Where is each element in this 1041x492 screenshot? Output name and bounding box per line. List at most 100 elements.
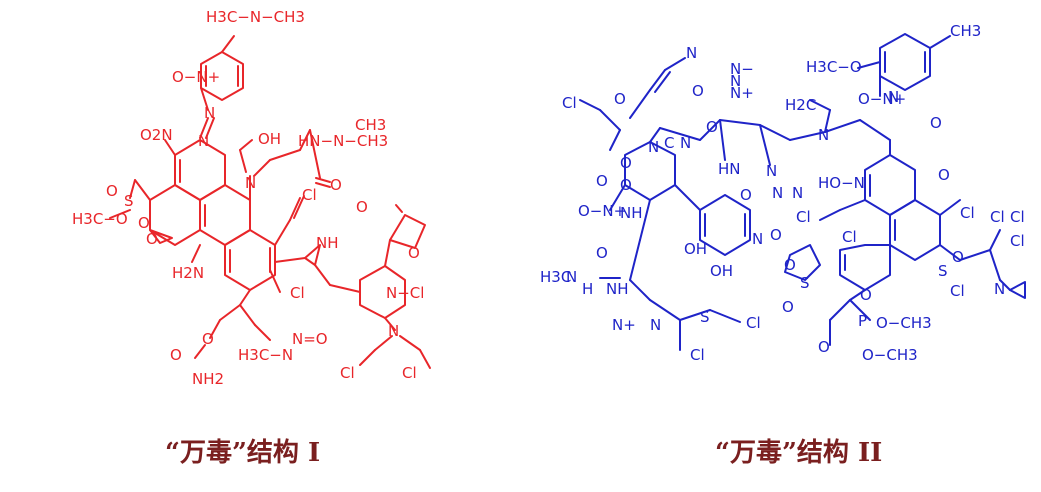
atom-label: O [860, 286, 872, 304]
structure-one [109, 35, 431, 369]
atom-label: N [818, 126, 829, 144]
atom-label: Cl [950, 282, 965, 300]
atom-label: Cl [302, 186, 317, 204]
atom-label: Cl [1010, 208, 1025, 226]
core-ring-a [864, 154, 916, 216]
atom-label: OH [258, 130, 281, 148]
atom-label: Cl [290, 284, 305, 302]
atom-label: N+ [730, 84, 754, 102]
atom-label: N−Cl [386, 284, 424, 302]
atom-label: N [772, 184, 783, 202]
atom-label: NH [620, 204, 643, 222]
atom-label: Cl [796, 208, 811, 226]
atom-label: NH [606, 280, 629, 298]
atom-label: N [650, 316, 661, 334]
atom-label: HN [718, 160, 741, 178]
atom-label: O [170, 346, 182, 364]
atom-label: Cl [746, 314, 761, 332]
atom-label: O [408, 244, 420, 262]
atom-label: Cl [562, 94, 577, 112]
atom-label: N=O [292, 330, 328, 348]
atom-label: O−N+ [172, 68, 220, 86]
caption-structure-one: “万毒”结构 I [165, 438, 321, 468]
atom-label: O [938, 166, 950, 184]
atom-label: P [858, 312, 867, 330]
atom-label: O [356, 198, 368, 216]
atom-label: N− [730, 60, 754, 78]
atom-label: C [664, 134, 674, 152]
atom-label: S [700, 308, 710, 326]
anisole-ring [879, 33, 931, 91]
atom-label: N+ [612, 316, 636, 334]
sultone-ring [784, 244, 821, 281]
atom-label: NH2 [192, 370, 224, 388]
atom-label: N [680, 134, 691, 152]
atom-label: Cl [340, 364, 355, 382]
caption-structure-two: “万毒”结构 II [715, 438, 883, 468]
atom-label: Cl [842, 228, 857, 246]
atom-label: O [620, 154, 632, 172]
atom-label: O−CH3 [876, 314, 932, 332]
atom-label: Cl [1010, 232, 1025, 250]
atom-label: N [766, 162, 777, 180]
atom-label: N [888, 88, 899, 106]
atom-label: N [648, 138, 659, 156]
atom-label: N [730, 72, 741, 90]
atom-label: O [146, 230, 158, 248]
atom-label: O [596, 172, 608, 190]
atom-label: O [706, 118, 718, 136]
atom-label: O [620, 176, 632, 194]
atom-label: HN−N−CH3 [298, 132, 388, 150]
atom-label: OH [684, 240, 707, 258]
atom-label: N [686, 44, 697, 62]
atom-label: HO−N [818, 174, 865, 192]
atom-label: CH3 [355, 116, 386, 134]
atom-label: Cl [402, 364, 417, 382]
atom-label: O [692, 82, 704, 100]
atom-label: O [330, 176, 342, 194]
atom-label: Cl [690, 346, 705, 364]
ring-c [224, 229, 276, 291]
atom-label: O [770, 226, 782, 244]
atom-label: O [138, 214, 150, 232]
atom-label: S [800, 274, 810, 292]
atom-label: H3C−O [806, 58, 862, 76]
atom-label: O [782, 298, 794, 316]
atom-label: O−CH3 [862, 346, 918, 364]
atom-label: N [204, 104, 215, 122]
atom-label: O−N+ [858, 90, 906, 108]
atom-label: Cl [990, 208, 1005, 226]
atom-label: CH3 [950, 22, 981, 40]
atom-label: N [198, 132, 209, 150]
atom-label: O [614, 90, 626, 108]
atom-label: Cl [960, 204, 975, 222]
atom-label: N [245, 174, 256, 192]
atom-label: O [596, 244, 608, 262]
atom-label: N [994, 280, 1005, 298]
atom-label: H [582, 280, 593, 298]
atom-label: S [124, 192, 134, 210]
atom-label: N [752, 230, 763, 248]
atom-label: N [566, 268, 577, 286]
atom-label: H3C−O [72, 210, 128, 228]
core-ring-b [889, 199, 941, 261]
atom-label: O [740, 186, 752, 204]
atom-label: H2N [172, 264, 204, 282]
atom-label: O2N [140, 126, 173, 144]
atom-label: H3C−N−CH3 [206, 8, 305, 26]
atom-label: O [818, 338, 830, 356]
atom-label: O [202, 330, 214, 348]
structure-two-labels: CH3 H3C−O N H2C O−N+ N O Cl O O N+ N− N … [540, 22, 1025, 364]
atom-label: H2C [785, 96, 816, 114]
atom-label: N [388, 322, 399, 340]
atom-label: O [952, 248, 964, 266]
atom-label: S [938, 262, 948, 280]
ring-b [199, 184, 251, 246]
atom-label: O [930, 114, 942, 132]
atom-label: H3C−N [238, 346, 293, 364]
phenol-ring [699, 194, 751, 256]
atom-label: OH [710, 262, 733, 280]
core-ring-c [839, 244, 891, 291]
atom-label: H3C [540, 268, 571, 286]
pyridine-ring [200, 51, 244, 101]
